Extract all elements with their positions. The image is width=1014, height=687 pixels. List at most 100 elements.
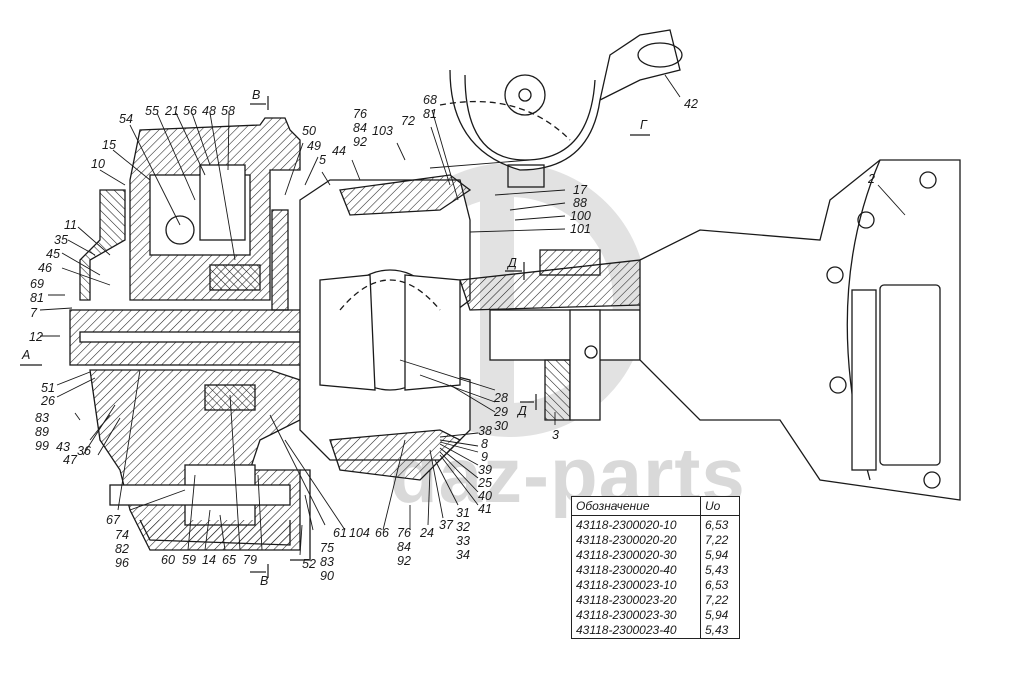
bolt-head <box>919 171 937 189</box>
callout-7: 7 <box>30 306 37 320</box>
callout-68-81: 68 81 <box>423 93 437 121</box>
designation-cell: 43118-2300023-30 <box>571 608 701 623</box>
bolt-head <box>857 211 875 229</box>
ratio-cell: 6,53 <box>705 518 729 532</box>
table-row: 43118-2300023-20 7,22 <box>571 593 740 608</box>
callout-67: 67 <box>106 513 120 527</box>
callout-88: 88 <box>573 196 587 210</box>
section-mark-d-top: Д <box>508 256 517 270</box>
steering-arm-clamp <box>507 164 545 188</box>
housing-cover <box>879 284 941 466</box>
oil-hole <box>165 215 195 245</box>
callout-15: 15 <box>102 138 116 152</box>
callout-69-81: 69 81 <box>30 277 44 305</box>
axle-flange <box>544 359 571 421</box>
callout-59: 59 <box>182 553 196 567</box>
callout-101: 101 <box>570 222 591 236</box>
callout-37: 37 <box>439 518 453 532</box>
callout-24: 24 <box>420 526 434 540</box>
section-mark-a: А <box>22 348 31 362</box>
lower-skirt <box>139 519 291 546</box>
column-header-designation: Обозначение <box>571 496 701 516</box>
designation-cell: 43118-2300020-30 <box>571 548 701 563</box>
callout-2: 2 <box>868 172 875 186</box>
callout-12: 12 <box>29 330 43 344</box>
section-mark-b-top: В <box>252 88 261 102</box>
callout-79: 79 <box>243 553 257 567</box>
axle-pin-hole <box>584 345 598 359</box>
callout-76-84-92-top: 76 84 92 <box>353 107 367 149</box>
callout-66: 66 <box>375 526 389 540</box>
callout-9: 9 <box>481 450 488 464</box>
table-row: 43118-2300023-10 6,53 <box>571 578 740 593</box>
callout-58: 58 <box>221 104 235 118</box>
table-row: 43118-2300023-30 5,94 <box>571 608 740 623</box>
ratio-cell: 6,53 <box>705 578 729 592</box>
ratio-cell: 5,43 <box>705 563 729 577</box>
designation-cell: 43118-2300023-10 <box>571 578 701 593</box>
callout-72: 72 <box>401 114 415 128</box>
callout-54: 54 <box>119 112 133 126</box>
callout-38: 38 <box>478 424 492 438</box>
axle-bolt <box>539 249 601 276</box>
knuckle-lower-arm <box>329 429 462 481</box>
callout-75-83-90: 75 83 90 <box>320 541 334 583</box>
lower-shaft <box>109 484 291 506</box>
ratio-cell: 5,94 <box>705 608 729 622</box>
steering-wheel-hub <box>504 74 546 116</box>
callout-10: 10 <box>91 157 105 171</box>
cv-dash-arc <box>339 279 441 311</box>
ratio-cell: 5,43 <box>705 623 729 637</box>
callout-55: 55 <box>145 104 159 118</box>
callout-17: 17 <box>573 183 587 197</box>
callout-40: 40 <box>478 489 492 503</box>
leader-lines <box>39 74 906 556</box>
callout-26: 26 <box>41 394 55 408</box>
callout-43: 43 <box>56 440 70 454</box>
ratio-cell: 7,22 <box>705 533 729 547</box>
callout-74-82-96: 74 82 96 <box>115 528 129 570</box>
callout-103: 103 <box>372 124 393 138</box>
steering-wheel-center <box>518 88 532 102</box>
callout-36: 36 <box>77 444 91 458</box>
shaft-bore <box>79 331 301 343</box>
callout-45: 45 <box>46 247 60 261</box>
axle-flange-plate <box>569 309 601 421</box>
cv-joint-fork-right <box>404 274 461 391</box>
knuckle-upper-arm <box>339 174 472 216</box>
bearing-upper <box>209 264 261 291</box>
callout-76-84-92-bottom: 76 84 92 <box>397 526 411 568</box>
callout-46: 46 <box>38 261 52 275</box>
callout-52: 52 <box>302 557 316 571</box>
callout-5: 5 <box>319 153 326 167</box>
left-flange <box>79 189 126 301</box>
kingpin <box>271 209 289 311</box>
callout-44: 44 <box>332 144 346 158</box>
ratio-cell: 5,94 <box>705 548 729 562</box>
cv-joint-fork-left <box>319 274 376 391</box>
callout-56: 56 <box>183 104 197 118</box>
ratio-cell: 7,22 <box>705 593 729 607</box>
designation-cell: 43118-2300023-20 <box>571 593 701 608</box>
callout-83-89-99: 83 89 99 <box>35 411 49 453</box>
callout-8: 8 <box>481 437 488 451</box>
callout-50: 50 <box>302 124 316 138</box>
steering-arm-dash <box>439 100 571 141</box>
axle-tube-bore <box>489 309 641 361</box>
callout-35: 35 <box>54 233 68 247</box>
steering-arm-eye <box>637 42 683 68</box>
callout-100: 100 <box>570 209 591 223</box>
designation-cell: 43118-2300020-40 <box>571 563 701 578</box>
callout-60: 60 <box>161 553 175 567</box>
callout-11: 11 <box>64 218 77 232</box>
bolt-head <box>829 376 847 394</box>
section-mark-d-bottom: Д <box>518 404 527 418</box>
callout-51: 51 <box>41 381 55 395</box>
section-mark-b-bottom: В <box>260 574 269 588</box>
callout-47: 47 <box>63 453 77 467</box>
